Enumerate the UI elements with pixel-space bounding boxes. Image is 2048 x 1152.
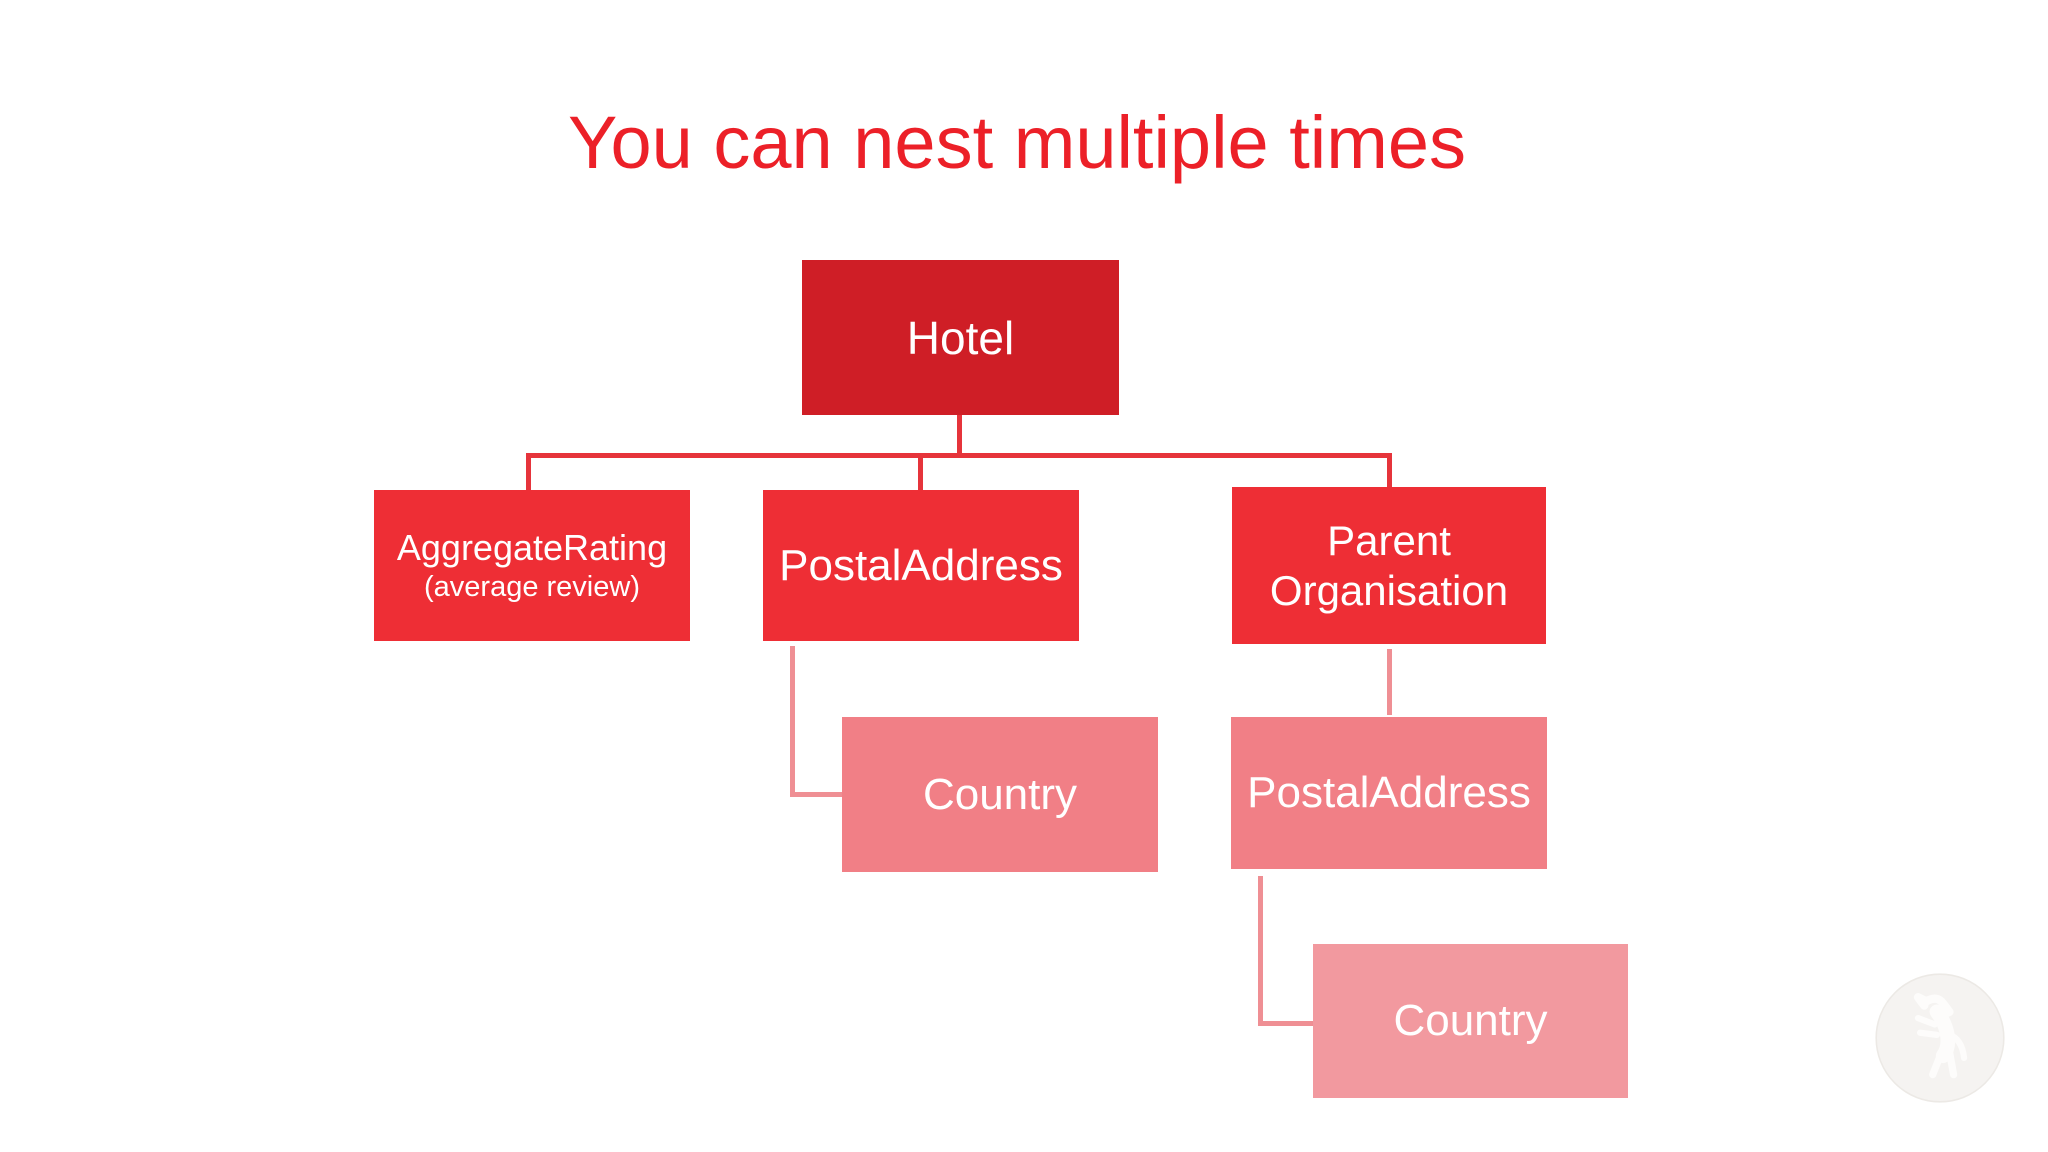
node-country: Country <box>842 717 1158 872</box>
connector-postaladdress-country-horizontal <box>790 792 842 797</box>
connector-postaladdress2-country-horizontal <box>1258 1021 1313 1026</box>
connector-postaladdress2-country-vertical <box>1258 876 1263 1026</box>
rearing-horse-logo-icon <box>1875 973 2005 1103</box>
slide-title: You can nest multiple times <box>567 101 1467 184</box>
connector-drop-postaladdress <box>918 453 923 491</box>
node-parent-organisation-label: Parent Organisation <box>1269 516 1509 614</box>
node-country-nested: Country <box>1313 944 1628 1098</box>
connector-drop-parentorg <box>1387 453 1392 491</box>
node-postal-address-nested: PostalAddress <box>1231 717 1547 869</box>
node-hotel-label: Hotel <box>906 311 1015 364</box>
node-postal-address-label: PostalAddress <box>779 540 1063 590</box>
node-country-nested-label: Country <box>1393 996 1548 1045</box>
connector-drop-aggregate <box>526 453 531 491</box>
connector-postaladdress-country-vertical <box>790 646 795 797</box>
node-postal-address-nested-label: PostalAddress <box>1247 768 1531 817</box>
node-postal-address: PostalAddress <box>763 490 1079 641</box>
node-hotel: Hotel <box>802 260 1119 415</box>
node-parent-organisation: Parent Organisation <box>1232 487 1546 644</box>
node-aggregate-rating: AggregateRating (average review) <box>374 490 690 641</box>
node-aggregate-rating-label: AggregateRating <box>396 527 668 568</box>
node-aggregate-rating-sublabel: (average review) <box>424 571 640 603</box>
node-country-label: Country <box>922 769 1078 819</box>
connector-hotel-stem <box>957 415 962 457</box>
connector-parentorg-postaladdress-stem <box>1387 649 1392 715</box>
connector-horizontal-rail <box>526 453 1392 458</box>
